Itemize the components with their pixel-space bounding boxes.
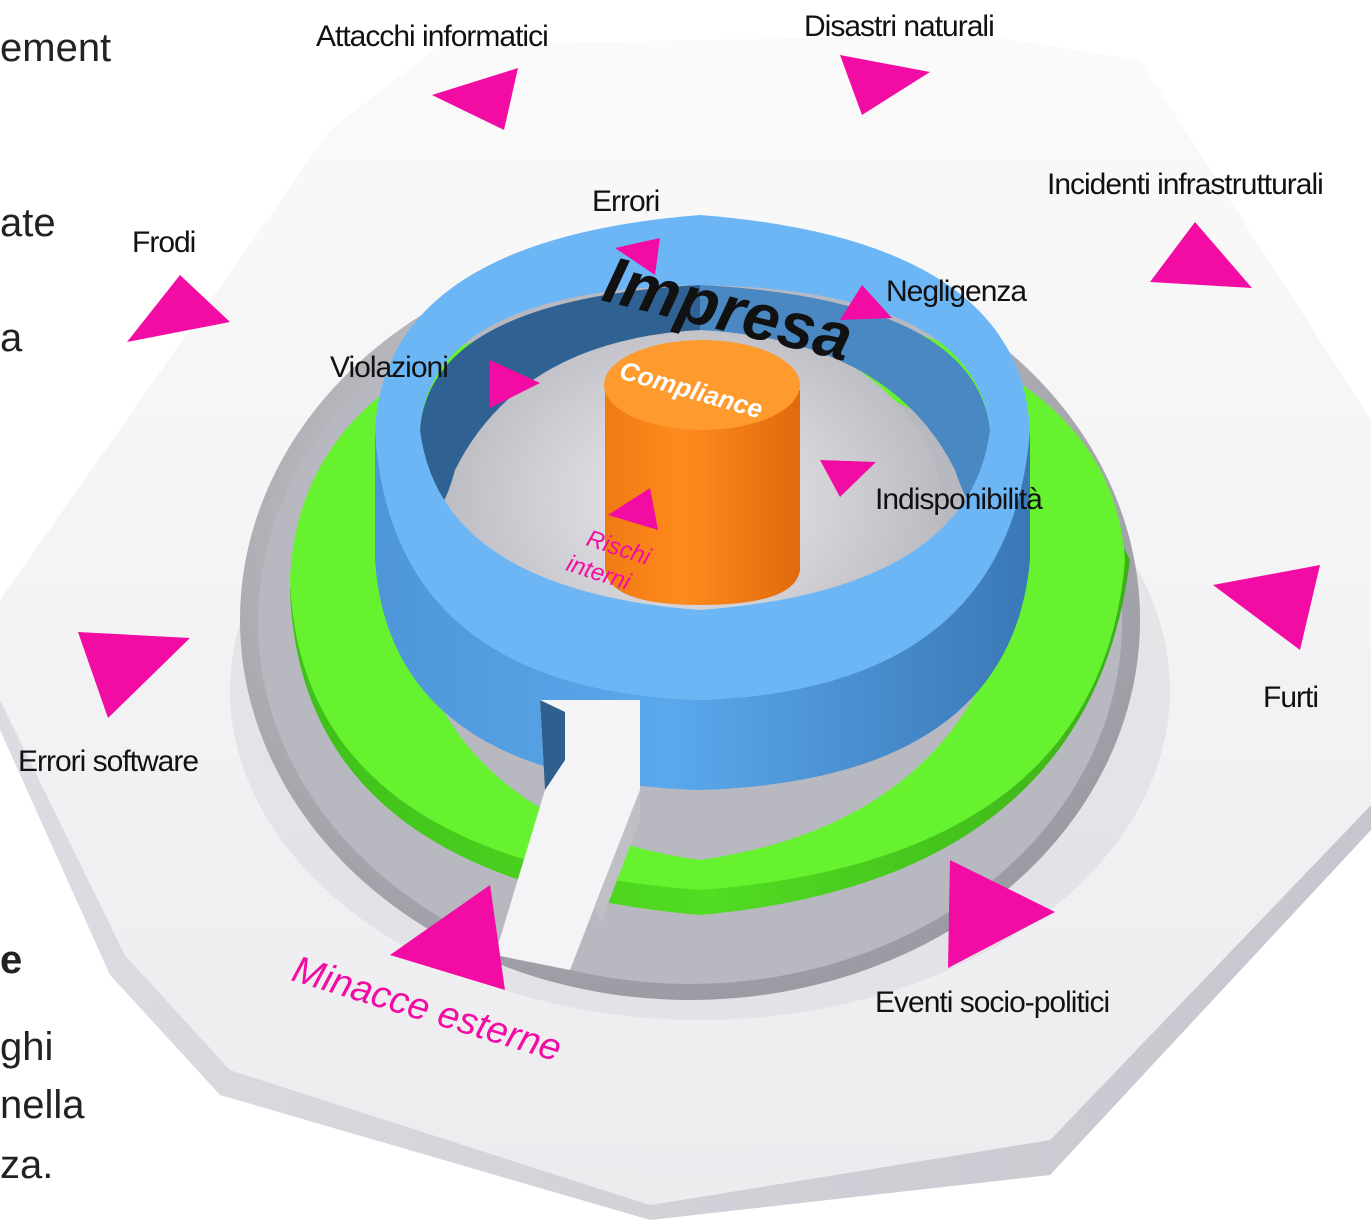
label-cyber-attacks: Attacchi informatici [316,20,549,53]
entrance-gap [495,700,640,970]
label-infrastructure-incidents: Incidenti infrastrutturali [1047,168,1324,201]
label-natural-disasters: Disastri naturali [804,10,995,43]
arrow-infrastructure [1150,222,1252,288]
label-socio-political-events: Eventi socio-politici [875,986,1110,1019]
arrow-socio-political [948,860,1055,968]
core-side [605,390,800,605]
blue-ring-outer-wall [375,430,1030,790]
core-top [604,340,800,430]
left-text-line-7: za. [0,1143,54,1187]
left-text-line-1: ement [0,26,112,70]
blue-ring-rim [375,215,1030,700]
arrow-external-threats [390,885,505,990]
left-text-line-2: ate [0,201,56,245]
label-errors: Errori [592,185,660,218]
arrow-negligence [840,285,892,320]
arrow-cyber-attacks [432,68,518,130]
label-unavailability: Indisponibilità [875,483,1043,516]
arrow-unavailability [820,460,876,497]
label-fraud: Frodi [132,226,196,259]
left-text-line-6: nella [0,1083,85,1127]
arrow-theft [1213,565,1320,650]
left-text-line-3: a [0,316,23,360]
left-text-line-5: ghi [0,1025,54,1069]
label-theft: Furti [1263,681,1319,714]
arrow-fraud [127,275,230,342]
arrow-software-errors [78,632,190,718]
left-text-line-4: e [0,938,23,982]
label-negligence: Negligenza [886,275,1027,308]
arrow-group [78,55,1320,990]
label-software-errors: Errori software [18,745,199,778]
arrow-internal-risks [608,488,658,530]
arrow-violations [490,360,540,408]
label-violations: Violazioni [330,351,449,384]
arrow-natural-disasters [840,55,930,115]
arrow-errors [615,238,660,275]
